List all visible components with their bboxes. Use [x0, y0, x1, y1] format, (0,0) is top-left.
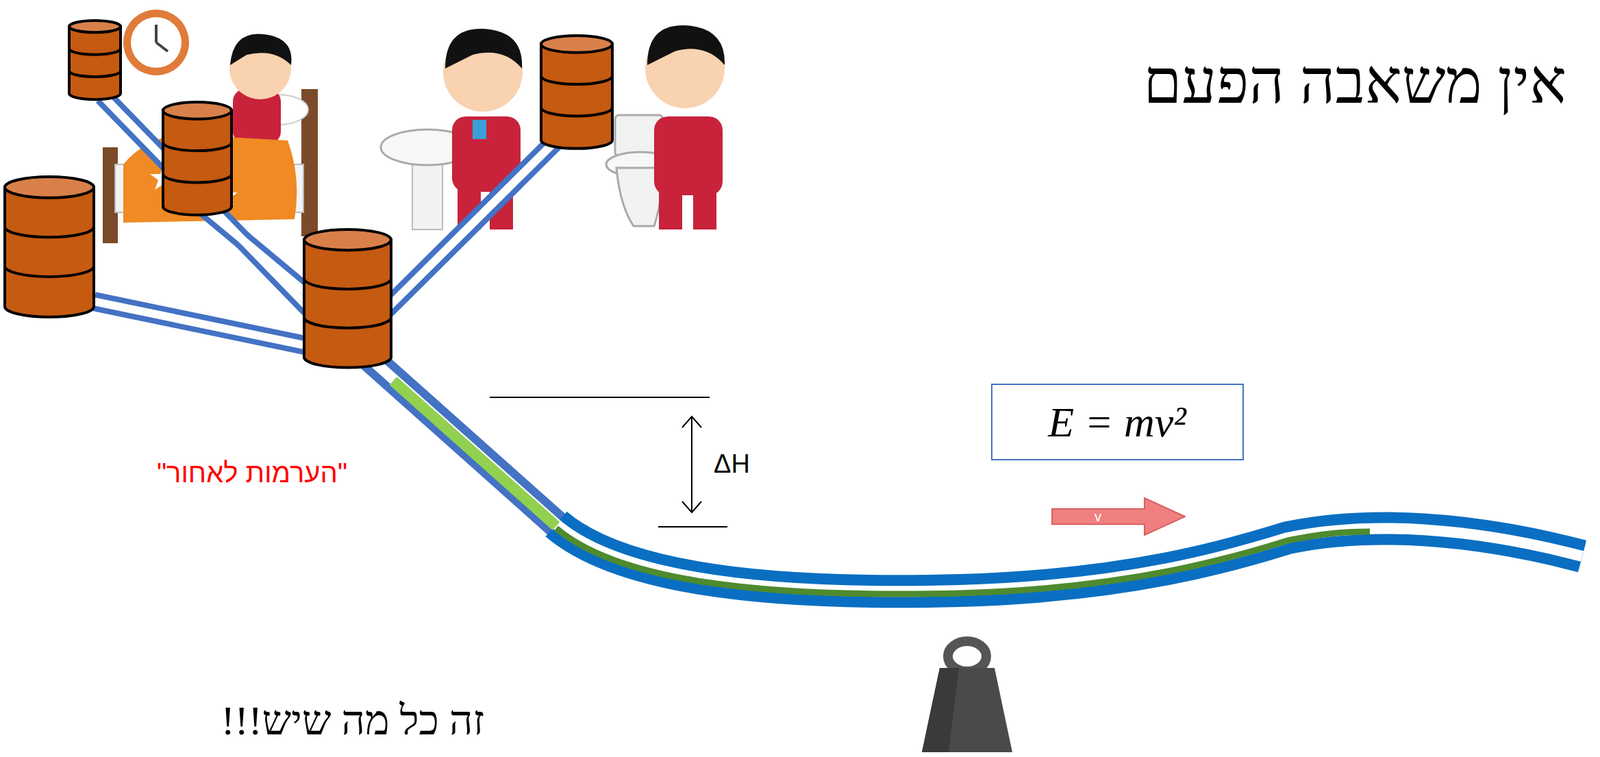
title-text: אין משאבה הפעם: [1143, 46, 1567, 118]
arrow-shape: [1051, 497, 1186, 536]
velocity-arrow: v: [1051, 497, 1186, 536]
note-label: "הערמות לאחור": [156, 456, 348, 489]
toilet-scene: [606, 25, 725, 230]
formula-text: E = mv²: [1047, 398, 1187, 446]
formula-box: E = mv²: [991, 383, 1244, 461]
height-marker: [489, 397, 728, 527]
clock-icon: [123, 9, 190, 76]
arrow-label: v: [1094, 508, 1102, 524]
weight-icon: [921, 641, 1013, 753]
barrels: [4, 20, 613, 368]
dimension-label: ΔH: [713, 449, 750, 480]
arrow-body: [1052, 497, 1185, 535]
footer-text: זה כל מה שיש!!!: [221, 697, 485, 745]
main-pipe: [356, 345, 1583, 594]
